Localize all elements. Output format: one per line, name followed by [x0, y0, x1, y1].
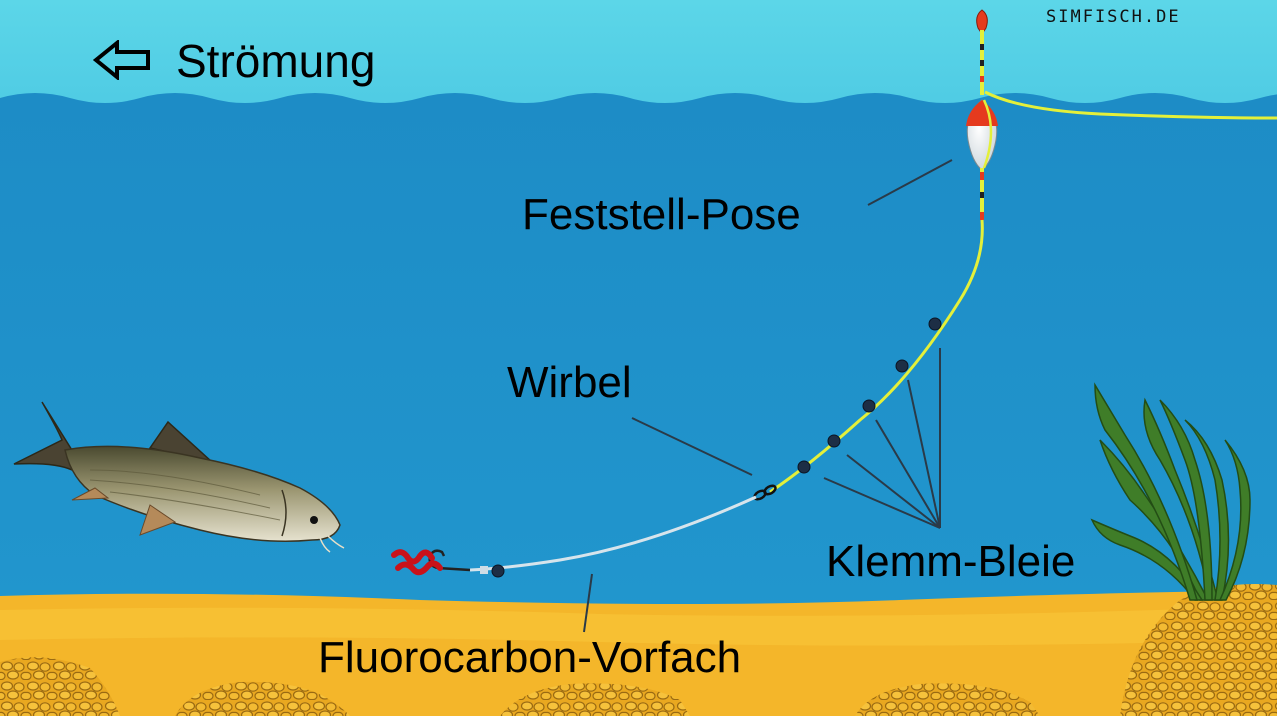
split-shot [928, 317, 942, 331]
pebble-mound-center [500, 683, 690, 716]
swivel-label: Wirbel [507, 358, 632, 407]
fish-tail [13, 401, 76, 472]
pebble-mound-right [1120, 584, 1277, 716]
pebble-mound-center-left [175, 681, 350, 716]
fish-eye [310, 516, 318, 524]
split-shot [827, 434, 841, 448]
pointer-lines [583, 159, 953, 633]
pebble-mound-center-right [855, 683, 1040, 716]
pointer-leader [583, 573, 593, 633]
water-body [0, 93, 1277, 716]
pointer-shot-5 [823, 477, 941, 529]
float [966, 9, 998, 220]
float-line-loop [982, 99, 993, 169]
hook-with-bait [391, 549, 471, 576]
leader-bead [491, 564, 505, 578]
water-plant [1090, 382, 1251, 601]
sand-shade [0, 606, 1277, 646]
worm-bait [391, 549, 443, 576]
split-shots [797, 317, 942, 474]
split-shots-label: Klemm-Bleie [826, 537, 1076, 586]
fish-scales [89, 469, 281, 521]
float-label: Feststell-Pose [522, 190, 801, 239]
leader-label: Fluorocarbon-Vorfach [318, 633, 742, 682]
main-line-surface [984, 90, 1277, 120]
split-shot [797, 460, 811, 474]
main-line [769, 219, 984, 494]
leader-knot [480, 566, 488, 574]
watermark: SIMFISCH.DE [1046, 7, 1181, 27]
fish-pectoral-fin [139, 504, 177, 536]
current-label: Strömung [176, 35, 376, 87]
fish-barbel [319, 535, 345, 553]
pointer-swivel [631, 417, 753, 476]
pointer-shot-2 [907, 379, 941, 529]
split-shot [895, 359, 909, 373]
arrow-left-outline-icon [93, 40, 150, 80]
fish [13, 401, 345, 553]
pointer-float [867, 159, 953, 206]
pointer-shot-4 [846, 454, 941, 529]
split-shot [862, 399, 876, 413]
pebble-mound-left [0, 657, 120, 716]
fish-ventral-fin [71, 487, 110, 501]
fish-gill [281, 489, 287, 537]
pointer-shot-3 [875, 419, 941, 529]
